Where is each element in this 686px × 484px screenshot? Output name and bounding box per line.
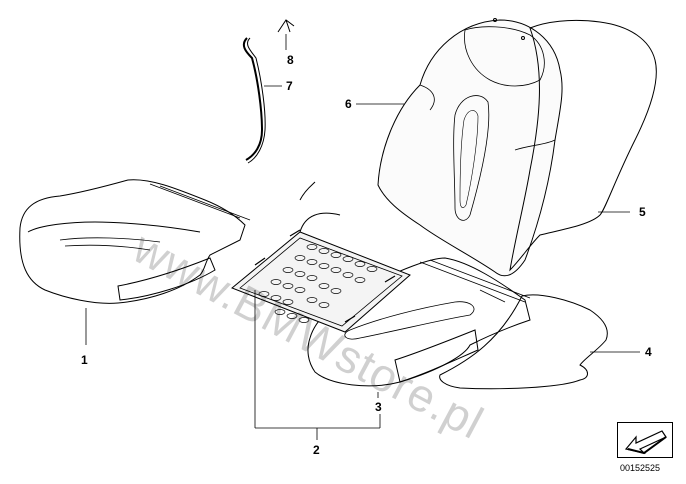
arrow-down-left-icon[interactable] — [617, 422, 673, 458]
leader-lines — [85, 34, 640, 440]
callout-3: 3 — [375, 400, 382, 414]
callout-8: 8 — [287, 53, 294, 67]
callout-2: 2 — [313, 443, 320, 457]
diagram-number: 00152525 — [620, 463, 661, 473]
callout-1: 1 — [81, 353, 88, 367]
wire-frame-part — [242, 37, 266, 164]
callout-6: 6 — [345, 97, 352, 111]
callout-5: 5 — [639, 205, 646, 219]
heating-mat-part — [231, 181, 411, 333]
backrest-cushion-part — [377, 18, 563, 277]
callout-4: 4 — [645, 345, 652, 359]
clip-part — [277, 19, 295, 33]
seat-cover-part — [19, 179, 251, 304]
callout-7: 7 — [286, 79, 293, 93]
backrest-foam-part — [509, 19, 657, 272]
seat-foam-part — [439, 294, 608, 390]
